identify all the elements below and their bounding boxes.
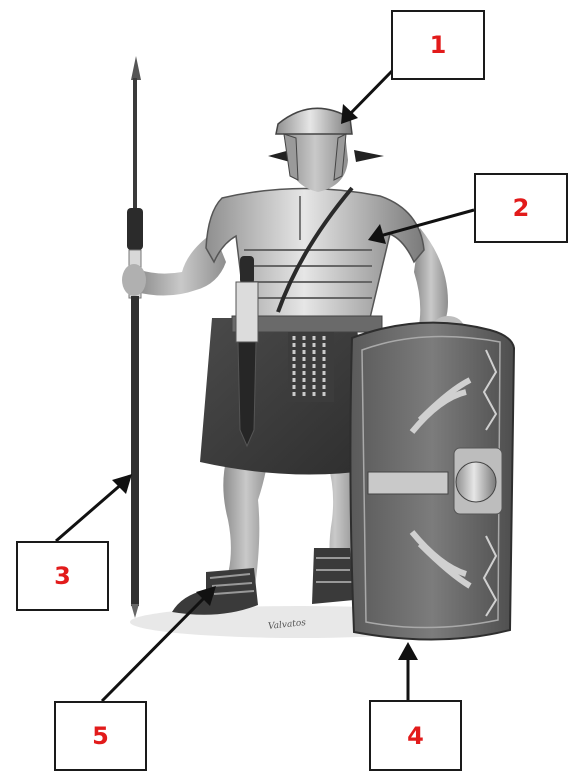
tunic — [200, 318, 372, 475]
spear — [127, 56, 143, 618]
label-box-5: 5 — [54, 701, 147, 771]
arrow-to-helmet — [341, 70, 393, 124]
label-box-2: 2 — [474, 173, 568, 243]
arrow-to-spear — [56, 474, 132, 541]
shield — [350, 323, 514, 640]
helmet — [268, 108, 384, 192]
label-box-1: 1 — [391, 10, 485, 80]
label-number-2: 2 — [513, 194, 530, 222]
arrow-to-sandal — [102, 586, 216, 701]
label-number-4: 4 — [407, 722, 424, 750]
label-number-3: 3 — [54, 562, 71, 590]
sword — [236, 256, 258, 446]
label-number-5: 5 — [92, 722, 109, 750]
label-box-4: 4 — [369, 700, 462, 771]
label-box-3: 3 — [16, 541, 109, 611]
label-number-1: 1 — [430, 31, 447, 59]
arrow-to-shield — [398, 642, 418, 700]
